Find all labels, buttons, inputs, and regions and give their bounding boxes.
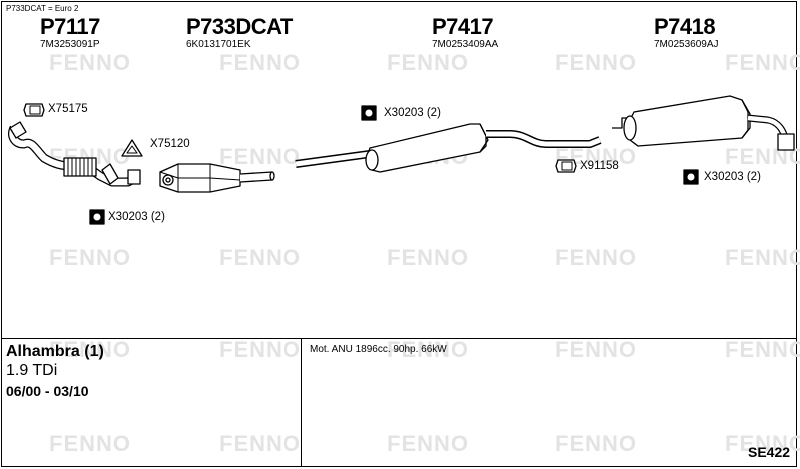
front-pipe bbox=[7, 121, 141, 187]
oem-number-p7418: 7M0253609AJ bbox=[654, 39, 719, 50]
oem-number-p7117: 7M3253091P bbox=[40, 39, 100, 50]
part-number-p7417: P7417 bbox=[432, 14, 494, 39]
fitting-label-x75120: X75120 bbox=[150, 138, 190, 150]
watermark-text: FENNO bbox=[219, 144, 301, 169]
fitting-label-x30203-front: X30203 (2) bbox=[108, 211, 165, 223]
watermark-text: FENNO bbox=[49, 337, 131, 362]
watermark-text: FENNO bbox=[555, 431, 637, 456]
watermark-text: FENNO bbox=[725, 50, 800, 75]
watermark-text: FENNO bbox=[387, 50, 469, 75]
oem-number-p7417: 7M0253409AA bbox=[432, 39, 499, 50]
watermark-text: FENNO bbox=[49, 50, 131, 75]
motor-spec: Mot. ANU 1896cc. 90hp. 66kW bbox=[310, 344, 447, 355]
watermark-text: FENNO bbox=[219, 245, 301, 270]
watermark-text: FENNO bbox=[219, 431, 301, 456]
rear-silencer bbox=[612, 95, 795, 151]
oem-number-p733dcat: 6K0131701EK bbox=[186, 39, 251, 50]
catalytic-converter bbox=[159, 163, 275, 193]
model-years: 06/00 - 03/10 bbox=[6, 383, 89, 399]
fitting-label-x91158: X91158 bbox=[580, 160, 619, 172]
watermark-text: FENNO bbox=[725, 245, 800, 270]
fitting-label-x30203-centre: X30203 (2) bbox=[384, 107, 441, 119]
watermark-text: FENNO bbox=[387, 431, 469, 456]
watermark-text: FENNO bbox=[387, 245, 469, 270]
model-engine: 1.9 TDi bbox=[6, 362, 58, 379]
euro-note: P733DCAT = Euro 2 bbox=[6, 4, 79, 13]
part-number-p733dcat: P733DCAT bbox=[186, 14, 293, 39]
info-divider-horizontal bbox=[1, 338, 797, 339]
model-name: Alhambra (1) bbox=[6, 343, 104, 360]
reference-code: SE422 bbox=[748, 444, 791, 460]
fitting-icons bbox=[23, 103, 699, 225]
watermark-text: FENNO bbox=[49, 245, 131, 270]
watermark-text: FENNO bbox=[219, 50, 301, 75]
watermark-text: FENNO bbox=[725, 337, 800, 362]
watermark-text: FENNO bbox=[555, 50, 637, 75]
fitting-label-x30203-rear: X30203 (2) bbox=[704, 171, 761, 183]
watermark-text: FENNO bbox=[725, 431, 800, 456]
watermark-text: FENNO bbox=[219, 337, 301, 362]
watermark-text: FENNO bbox=[387, 337, 469, 362]
fitting-label-x75175: X75175 bbox=[48, 103, 88, 115]
centre-silencer bbox=[295, 123, 602, 173]
watermark-text: FENNO bbox=[555, 337, 637, 362]
info-divider-vertical bbox=[301, 338, 302, 467]
part-number-p7117: P7117 bbox=[40, 14, 100, 39]
watermark-text: FENNO bbox=[555, 245, 637, 270]
watermark-text: FENNO bbox=[49, 431, 131, 456]
part-number-p7418: P7418 bbox=[654, 14, 716, 39]
